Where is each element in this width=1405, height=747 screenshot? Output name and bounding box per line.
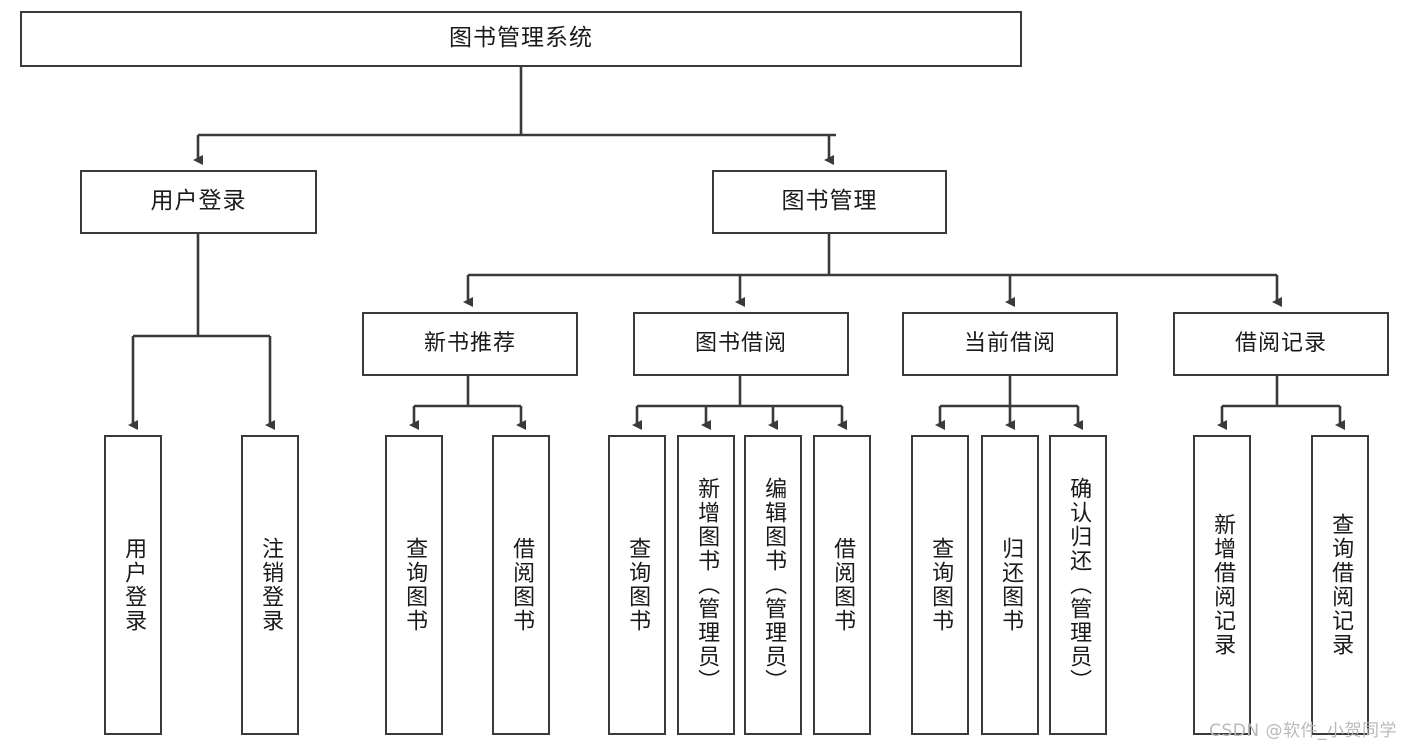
leaf-inner: 新增借阅记录 <box>1195 437 1249 733</box>
leaf-query-book-recommend[interactable]: 查询图书 <box>385 435 443 735</box>
leaf-inner: 归还图书 <box>983 437 1037 733</box>
leaf-query-borrow-record[interactable]: 查询借阅记录 <box>1311 435 1369 735</box>
leaf-inner: 查询借阅记录 <box>1313 437 1367 733</box>
node-label: 借阅图书 <box>830 537 856 633</box>
node-label: 查询图书 <box>402 537 428 633</box>
node-label: 用户登录 <box>121 537 147 633</box>
node-label: 查询借阅记录 <box>1328 513 1354 657</box>
node-label: 图书借阅 <box>694 330 787 356</box>
node-label: 图书管理 <box>781 188 878 215</box>
leaf-query-book-current[interactable]: 查询图书 <box>911 435 969 735</box>
leaf-borrow-book-recommend[interactable]: 借阅图书 <box>492 435 550 735</box>
leaf-inner: 用户登录 <box>106 437 160 733</box>
watermark-credit: CSDN @软件_小贺同学 <box>1209 721 1397 741</box>
leaf-borrow-book[interactable]: 借阅图书 <box>813 435 871 735</box>
node-label: 图书管理系统 <box>449 25 593 52</box>
node-root-book-management-system[interactable]: 图书管理系统 <box>20 11 1022 67</box>
node-label: 新增图书（管理员） <box>694 477 720 693</box>
node-label: 查询图书 <box>928 537 954 633</box>
node-label: 归还图书 <box>998 537 1024 633</box>
node-label: 借阅记录 <box>1234 330 1327 356</box>
leaf-inner: 编辑图书（管理员） <box>746 437 800 733</box>
node-book-management[interactable]: 图书管理 <box>712 170 947 234</box>
leaf-inner: 注销登录 <box>243 437 297 733</box>
leaf-return-book[interactable]: 归还图书 <box>981 435 1039 735</box>
leaf-inner: 查询图书 <box>387 437 441 733</box>
node-label: 编辑图书（管理员） <box>761 477 787 693</box>
node-label: 用户登录 <box>150 188 247 215</box>
node-label: 新书推荐 <box>423 330 516 356</box>
leaf-inner: 查询图书 <box>610 437 664 733</box>
node-label: 确认归还（管理员） <box>1066 477 1092 693</box>
node-borrow-record[interactable]: 借阅记录 <box>1173 312 1389 376</box>
node-label: 借阅图书 <box>509 537 535 633</box>
leaf-inner: 查询图书 <box>913 437 967 733</box>
leaf-inner: 借阅图书 <box>815 437 869 733</box>
leaf-inner: 新增图书（管理员） <box>679 437 733 733</box>
leaf-logout-login[interactable]: 注销登录 <box>241 435 299 735</box>
leaf-inner: 确认归还（管理员） <box>1051 437 1105 733</box>
leaf-add-borrow-record[interactable]: 新增借阅记录 <box>1193 435 1251 735</box>
leaf-edit-book[interactable]: 编辑图书（管理员） <box>744 435 802 735</box>
node-current-borrow[interactable]: 当前借阅 <box>902 312 1118 376</box>
node-label: 查询图书 <box>625 537 651 633</box>
node-book-borrow[interactable]: 图书借阅 <box>633 312 849 376</box>
node-new-book-recommend[interactable]: 新书推荐 <box>362 312 578 376</box>
node-label: 当前借阅 <box>963 330 1056 356</box>
leaf-query-book-borrow[interactable]: 查询图书 <box>608 435 666 735</box>
leaf-user-login[interactable]: 用户登录 <box>104 435 162 735</box>
leaf-add-book[interactable]: 新增图书（管理员） <box>677 435 735 735</box>
leaf-confirm-return[interactable]: 确认归还（管理员） <box>1049 435 1107 735</box>
node-label: 注销登录 <box>258 537 284 633</box>
leaf-inner: 借阅图书 <box>494 437 548 733</box>
node-label: 新增借阅记录 <box>1210 513 1236 657</box>
node-user-login[interactable]: 用户登录 <box>80 170 317 234</box>
